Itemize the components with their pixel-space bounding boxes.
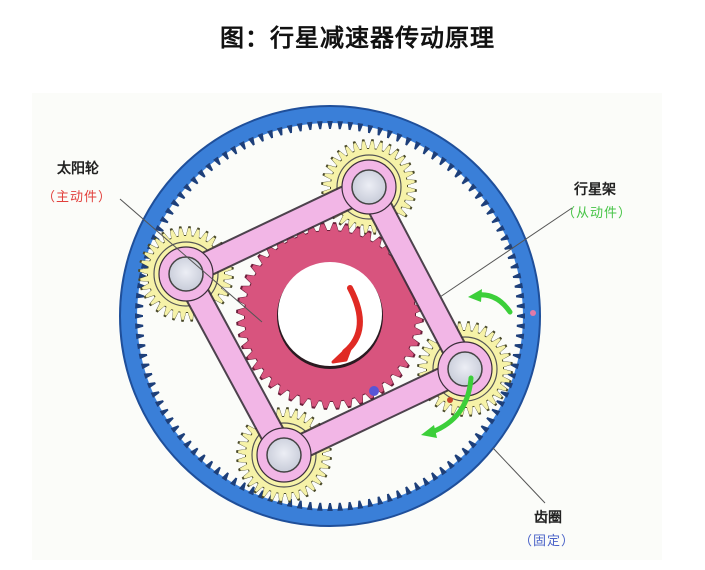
marker-dot (447, 397, 453, 403)
sun-rotation-arrow-icon (331, 285, 363, 364)
marker-dot (369, 386, 379, 396)
sun-gear-label: 太阳轮 (57, 161, 99, 177)
ring-gear-leader-line (492, 447, 546, 504)
carrier-leader-line (439, 207, 573, 298)
ring-gear-label: 齿圈 (534, 510, 562, 526)
marker-dot (530, 310, 536, 316)
planet-rotation-arrow-icon (468, 289, 513, 315)
sun-gear (236, 222, 424, 410)
carrier-role: （从动件） (562, 206, 633, 221)
sun-gear-role: （主动件） (42, 190, 113, 205)
sun-gear-leader-line (119, 198, 263, 323)
carrier-label: 行星架 (574, 182, 616, 198)
carrier-rotation-arrow-icon (421, 375, 474, 438)
ring-gear-role: （固定） (519, 534, 576, 549)
page-title: 图：行星减速器传动原理 (220, 24, 495, 52)
carrier-pins (158, 159, 493, 483)
